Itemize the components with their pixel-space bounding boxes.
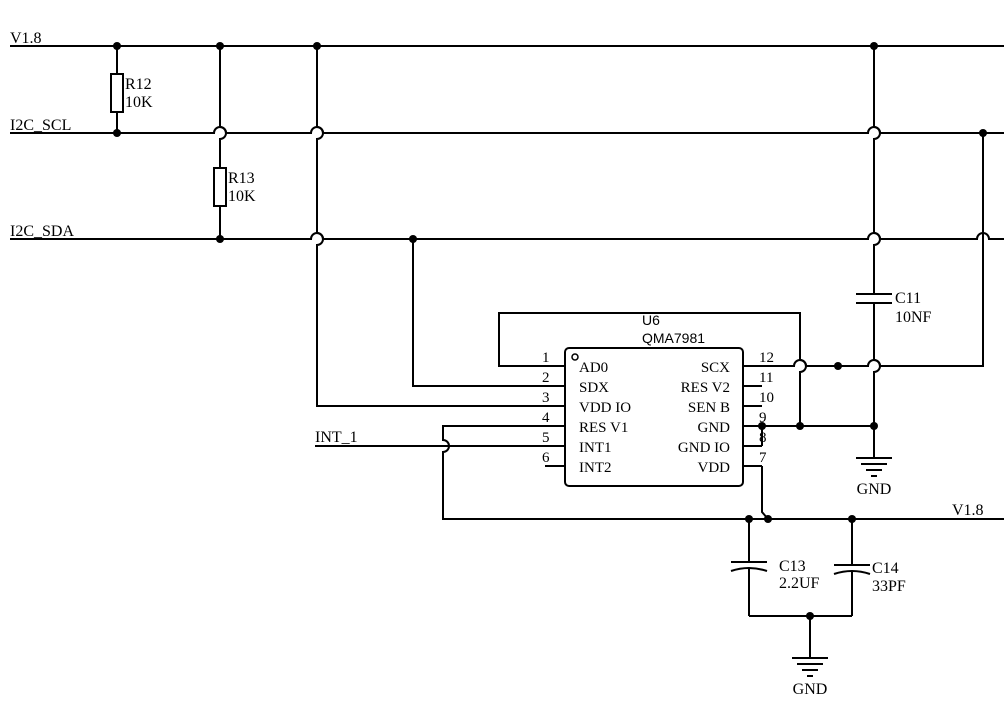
c13-ref: C13 — [779, 558, 806, 575]
wire-v18-bottom — [315, 425, 1004, 520]
pin-num-6: 6 — [542, 450, 550, 466]
r13-value: 10K — [228, 188, 256, 205]
junction-dot — [848, 515, 856, 523]
pin-num-11: 11 — [759, 370, 773, 386]
pin-name-int2: INT2 — [579, 460, 612, 476]
junction-dot — [745, 515, 753, 523]
wire-sda-sdx — [412, 239, 545, 387]
junction-dot — [796, 422, 804, 430]
net-label-i2c-scl: I2C_SCL — [10, 117, 71, 134]
capacitor-c13: C13 2.2UF — [730, 519, 820, 616]
pin-num-9: 9 — [759, 410, 767, 426]
wire-v18-vddio — [316, 46, 545, 407]
pin-name-vddio: VDD IO — [579, 400, 631, 416]
wire-i2c-scl — [10, 126, 1004, 134]
pin-num-3: 3 — [542, 390, 550, 406]
capacitor-c14: C14 33PF — [833, 519, 906, 616]
pin-name-ad0: AD0 — [579, 360, 608, 376]
ground-symbol-2: GND — [792, 657, 828, 698]
junction-dot — [113, 129, 121, 137]
pin-num-2: 2 — [542, 370, 550, 386]
wire-caps-gnd — [749, 615, 852, 658]
gnd2-label: GND — [793, 681, 828, 698]
c11-value: 10NF — [895, 309, 932, 326]
pin-num-12: 12 — [759, 350, 774, 366]
c14-value: 33PF — [872, 578, 906, 595]
net-label-i2c-sda: I2C_SDA — [10, 223, 74, 240]
net-label-v18-bottom: V1.8 — [952, 502, 984, 519]
r13-ref: R13 — [228, 170, 255, 187]
pin-name-resv1: RES V1 — [579, 420, 628, 436]
wire-i2c-sda — [10, 232, 1004, 240]
pin-num-10: 10 — [759, 390, 774, 406]
c11-ref: C11 — [895, 290, 921, 307]
r12-ref: R12 — [125, 76, 152, 93]
pin-name-gndio: GND IO — [678, 440, 730, 456]
ground-symbol-1: GND — [856, 457, 892, 498]
pin-num-5: 5 — [542, 430, 550, 446]
junction-dot — [216, 42, 224, 50]
wire-scx-scl — [762, 133, 984, 367]
net-label-v18-top: V1.8 — [10, 30, 42, 47]
junction-dot — [806, 612, 814, 620]
pin-num-7: 7 — [759, 450, 767, 466]
chip-ref: U6 — [642, 312, 660, 328]
r12-value: 10K — [125, 94, 153, 111]
wire-vdd-v18 — [761, 466, 769, 520]
junction-dot — [113, 42, 121, 50]
resistor-r13: R13 10K — [213, 46, 256, 239]
c14-ref: C14 — [872, 560, 899, 577]
junction-dot — [764, 515, 772, 523]
gnd1-label: GND — [857, 481, 892, 498]
pin-name-sdx: SDX — [579, 380, 609, 396]
junction-dots — [113, 42, 987, 620]
c13-value: 2.2UF — [779, 575, 820, 592]
junction-dot — [870, 42, 878, 50]
junction-dot — [313, 42, 321, 50]
junction-dot — [979, 129, 987, 137]
junction-dot — [834, 362, 842, 370]
chip-part: QMA7981 — [642, 330, 705, 346]
pin-name-int1: INT1 — [579, 440, 612, 456]
pin-name-gnd: GND — [698, 420, 731, 436]
junction-dot — [409, 235, 417, 243]
net-label-int1: INT_1 — [315, 429, 358, 446]
pin-name-resv2: RES V2 — [681, 380, 730, 396]
pin-num-1: 1 — [542, 350, 550, 366]
chip-u6: U6 QMA7981 1 2 3 4 5 6 AD0 SDX VDD IO RE… — [542, 312, 774, 487]
pin-name-scx: SCX — [701, 360, 730, 376]
resistor-r12: R12 10K — [110, 46, 153, 133]
junction-dot — [870, 422, 878, 430]
wire-gnd-pins — [761, 425, 874, 446]
pin-num-4: 4 — [542, 410, 550, 426]
junction-dot — [758, 422, 766, 430]
pin-name-vdd: VDD — [698, 460, 731, 476]
capacitor-c11: C11 10NF — [856, 46, 932, 458]
pin-name-senb: SEN B — [688, 400, 730, 416]
junction-dot — [216, 235, 224, 243]
